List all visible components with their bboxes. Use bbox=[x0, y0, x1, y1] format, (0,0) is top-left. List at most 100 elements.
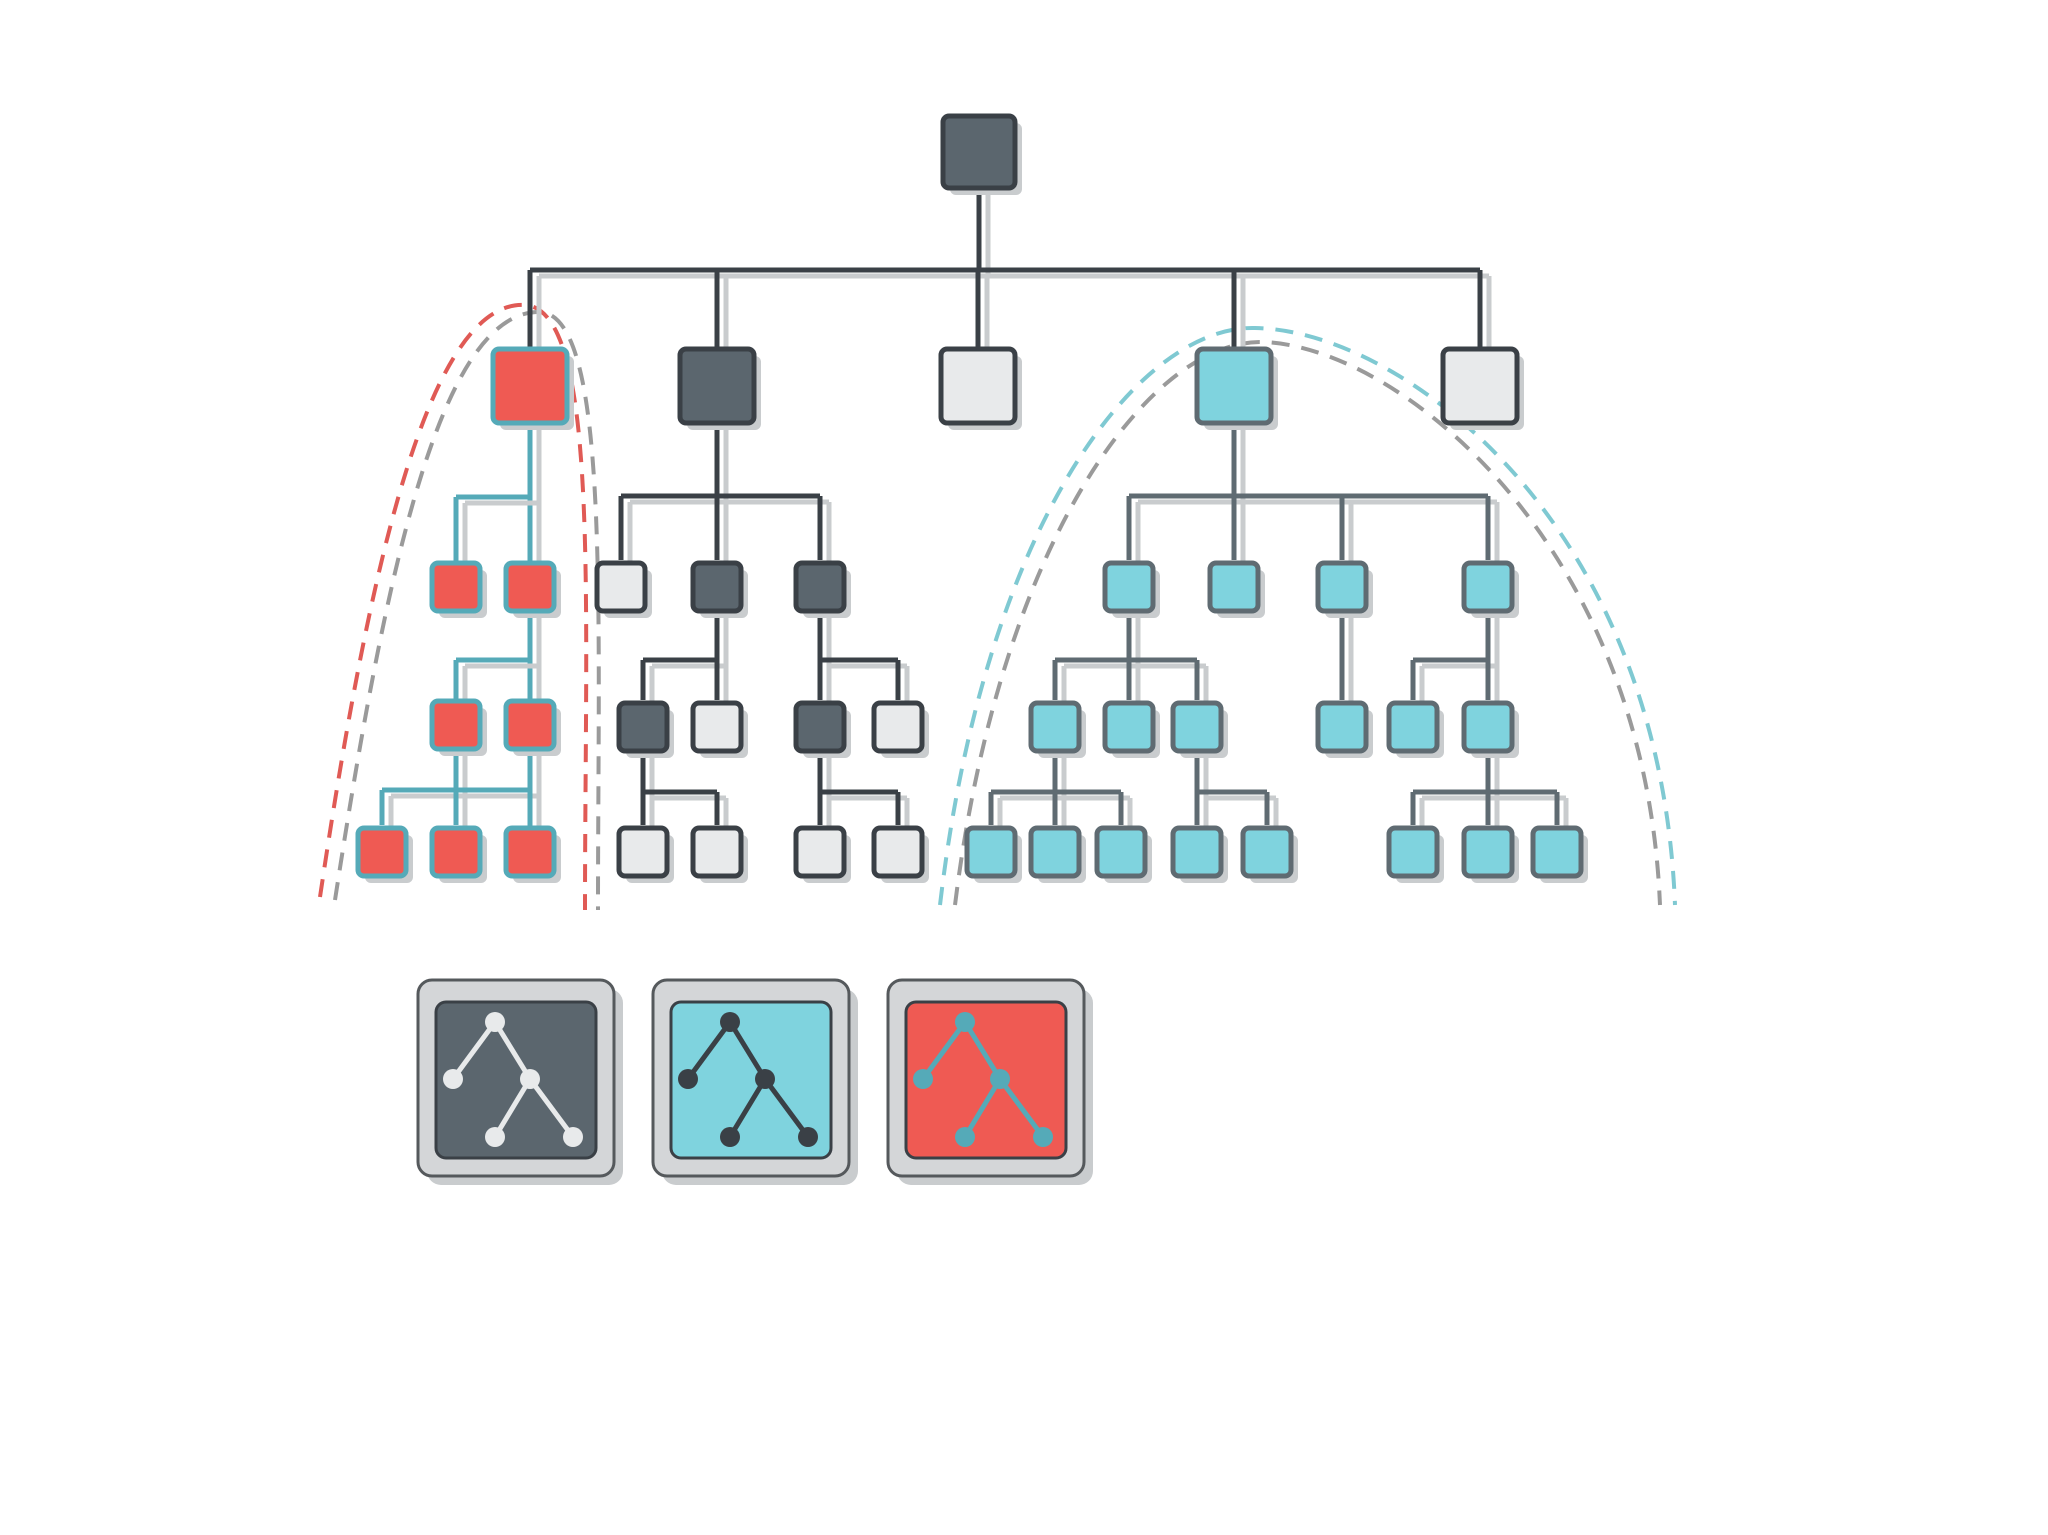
icon-branch bbox=[727, 1077, 768, 1139]
panel-face bbox=[669, 1000, 833, 1160]
icon-node bbox=[563, 1127, 583, 1147]
node-box bbox=[1530, 825, 1584, 879]
node-box bbox=[690, 700, 744, 754]
tree-node-red bbox=[503, 825, 561, 883]
node-box bbox=[1461, 700, 1515, 754]
node-box bbox=[793, 560, 847, 614]
tree-node-cyan bbox=[1028, 700, 1086, 758]
icon-node bbox=[678, 1069, 698, 1089]
tree-node-cyan bbox=[1461, 700, 1519, 758]
tree-node-cyan bbox=[1315, 700, 1373, 758]
panel-face bbox=[434, 1000, 598, 1160]
tree-node-red bbox=[503, 560, 561, 618]
node-box bbox=[677, 346, 757, 426]
legend-panels bbox=[416, 978, 1093, 1185]
icon-branch bbox=[762, 1077, 811, 1139]
node-box bbox=[616, 825, 670, 879]
node-box bbox=[1240, 825, 1294, 879]
node-box bbox=[1315, 700, 1369, 754]
node-box bbox=[793, 700, 847, 754]
icon-branch bbox=[962, 1077, 1003, 1139]
icon-node bbox=[520, 1069, 540, 1089]
icon-node bbox=[720, 1127, 740, 1147]
icon-node bbox=[720, 1012, 740, 1032]
legend-cyan bbox=[651, 978, 858, 1185]
node-box bbox=[1094, 825, 1148, 879]
tree-node-cyan bbox=[1094, 825, 1152, 883]
cyan-subtree-arc bbox=[938, 325, 1677, 906]
tree-node-dark bbox=[690, 560, 748, 618]
node-box bbox=[1102, 560, 1156, 614]
node-box bbox=[1461, 560, 1515, 614]
tree-node-cyan bbox=[1102, 560, 1160, 618]
node-box bbox=[1028, 825, 1082, 879]
panel-face bbox=[904, 1000, 1068, 1160]
icon-node bbox=[913, 1069, 933, 1089]
tree-node-cyan bbox=[1386, 825, 1444, 883]
branch-node-light-right bbox=[1440, 346, 1524, 430]
tree-node-red bbox=[355, 825, 413, 883]
node-box bbox=[690, 825, 744, 879]
tree-node-light bbox=[871, 700, 929, 758]
node-box bbox=[793, 825, 847, 879]
node-box bbox=[871, 700, 925, 754]
node-box bbox=[938, 346, 1018, 426]
tree-node-dark bbox=[616, 700, 674, 758]
tree-node-red bbox=[503, 698, 561, 756]
tree-node-light bbox=[690, 825, 748, 883]
node-box bbox=[429, 698, 483, 752]
icon-branch bbox=[727, 1020, 768, 1081]
tree-node-light bbox=[690, 700, 748, 758]
tree-node-cyan bbox=[1170, 700, 1228, 758]
node-box bbox=[503, 825, 557, 879]
tree-node-cyan bbox=[1102, 700, 1160, 758]
tree-node-cyan bbox=[1240, 825, 1298, 883]
tree-node-light bbox=[871, 825, 929, 883]
root-node bbox=[940, 113, 1022, 195]
icon-branch bbox=[920, 1020, 968, 1081]
icon-node bbox=[955, 1012, 975, 1032]
tree-structure-icon bbox=[913, 1012, 1053, 1147]
legend-dark bbox=[416, 978, 623, 1185]
tree-node-cyan bbox=[964, 825, 1022, 883]
icon-node bbox=[485, 1012, 505, 1032]
tree-node-light bbox=[594, 560, 652, 618]
node-box bbox=[594, 560, 648, 614]
node-box bbox=[1194, 346, 1274, 426]
node-box bbox=[1386, 700, 1440, 754]
tree-node-dark bbox=[793, 700, 851, 758]
tree-structure-icon bbox=[678, 1012, 818, 1147]
node-box bbox=[1440, 346, 1520, 426]
tree-nodes bbox=[355, 113, 1588, 883]
node-box bbox=[1461, 825, 1515, 879]
branch-node-red bbox=[490, 346, 574, 430]
node-box bbox=[429, 560, 483, 614]
node-box bbox=[964, 825, 1018, 879]
cyan-subtree-arc-shadow bbox=[953, 339, 1662, 906]
tree-node-dark bbox=[793, 560, 851, 618]
node-box bbox=[1170, 825, 1224, 879]
tree-node-light bbox=[616, 825, 674, 883]
tree-node-cyan bbox=[1315, 560, 1373, 618]
icon-node bbox=[443, 1069, 463, 1089]
icon-node bbox=[1033, 1127, 1053, 1147]
node-box bbox=[1102, 700, 1156, 754]
tree-connectors bbox=[379, 188, 1569, 858]
node-box bbox=[1170, 700, 1224, 754]
icon-branch bbox=[685, 1020, 733, 1081]
icon-node bbox=[485, 1127, 505, 1147]
branch-node-cyan bbox=[1194, 346, 1278, 430]
icon-node bbox=[755, 1069, 775, 1089]
icon-node bbox=[798, 1127, 818, 1147]
node-box bbox=[503, 560, 557, 614]
tree-node-red bbox=[429, 825, 487, 883]
tree-node-cyan bbox=[1461, 560, 1519, 618]
node-box bbox=[1315, 560, 1369, 614]
node-box bbox=[871, 825, 925, 879]
legend-red bbox=[886, 978, 1093, 1185]
tree-node-cyan bbox=[1530, 825, 1588, 883]
tree-node-cyan bbox=[1170, 825, 1228, 883]
icon-branch bbox=[962, 1020, 1003, 1081]
node-box bbox=[1386, 825, 1440, 879]
